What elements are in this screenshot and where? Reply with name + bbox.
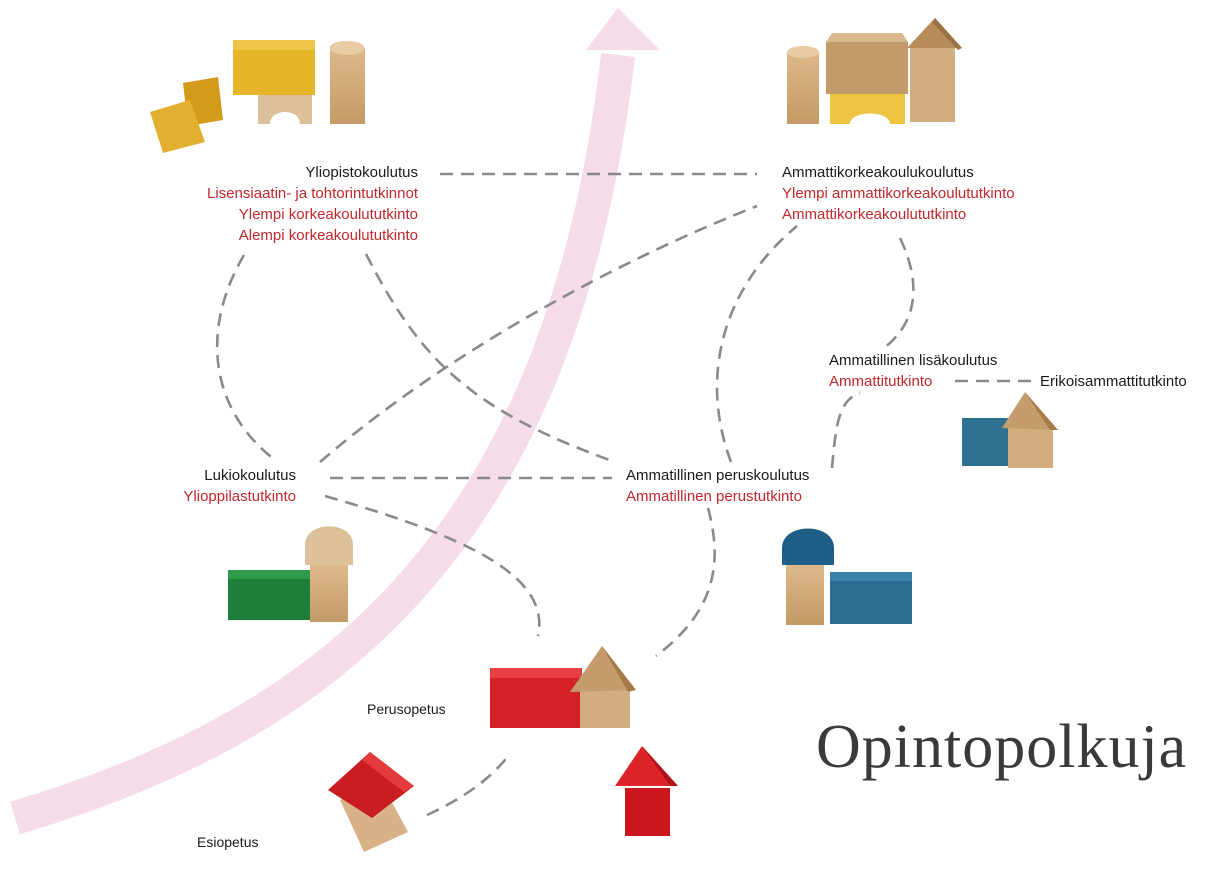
connector-lukio-perusopetus — [324, 494, 541, 637]
wooden-blocks-red-small — [615, 746, 678, 836]
connector-perusopetus-esiopetus — [426, 755, 510, 817]
node-yliopistokoulutus: Yliopistokoulutus Lisensiaatin- ja tohto… — [168, 162, 418, 246]
node-title: Ammatillinen lisäkoulutus — [829, 352, 998, 369]
connector-lukio-amk — [319, 204, 758, 463]
connector-yliopisto-peruskoulutus — [364, 253, 616, 464]
wooden-blocks-blue — [782, 528, 912, 625]
wooden-blocks-red-tilted — [328, 752, 414, 852]
connector-peruskoulutus-perusopetus — [655, 507, 716, 658]
degree-label: Ylioppilastutkinto — [183, 488, 296, 505]
node-title: Ammatillinen peruskoulutus — [626, 467, 810, 484]
connection-lines — [216, 172, 1038, 817]
degree-label: Alempi korkeakoulututkinto — [238, 227, 418, 244]
connector-yliopisto-lukio — [216, 254, 276, 462]
node-lukiokoulutus: Lukiokoulutus Ylioppilastutkinto — [118, 465, 296, 507]
wooden-blocks-green — [228, 526, 353, 622]
degree-label: Erikoisammattitutkinto — [1040, 373, 1187, 390]
node-title: Lukiokoulutus — [204, 467, 296, 484]
node-title: Yliopistokoulutus — [305, 164, 418, 181]
node-ammatillinen-lisakoulutus: Ammatillinen lisäkoulutus Ammattitutkint… — [829, 350, 997, 392]
degree-label: Ammattitutkinto — [829, 373, 933, 390]
wooden-blocks-red-house — [490, 646, 636, 728]
node-title: Ammattikorkeakoulukoulutus — [782, 164, 974, 181]
degree-label: Ammattikorkeakoulututkinto — [782, 206, 967, 223]
degree-label: Ylempi ammattikorkeakoulututkinto — [782, 185, 1015, 202]
path-arrow — [10, 8, 660, 835]
node-esiopetus: Esiopetus — [197, 834, 259, 850]
wooden-blocks-blue-small — [962, 392, 1058, 468]
wooden-blocks-yellow — [150, 40, 365, 153]
node-ammatillinen-peruskoulutus: Ammatillinen peruskoulutus Ammatillinen … — [626, 465, 809, 507]
page-title: Opintopolkuja — [816, 713, 1188, 781]
connector-amk-lisakoulutus — [883, 237, 915, 350]
node-ammattikorkeakoulukoulutus: Ammattikorkeakoulukoulutus Ylempi ammatt… — [782, 162, 1015, 225]
connector-peruskoulutus-lisakoulutus — [830, 391, 861, 469]
degree-label: Ammatillinen perustutkinto — [626, 488, 802, 505]
connector-peruskoulutus-amk — [715, 225, 798, 463]
node-perusopetus: Perusopetus — [367, 701, 446, 717]
degree-label: Ylempi korkeakoulututkinto — [238, 206, 418, 223]
degree-label: Lisensiaatin- ja tohtorintutkinnot — [207, 185, 418, 202]
wooden-blocks-natural — [787, 18, 962, 124]
